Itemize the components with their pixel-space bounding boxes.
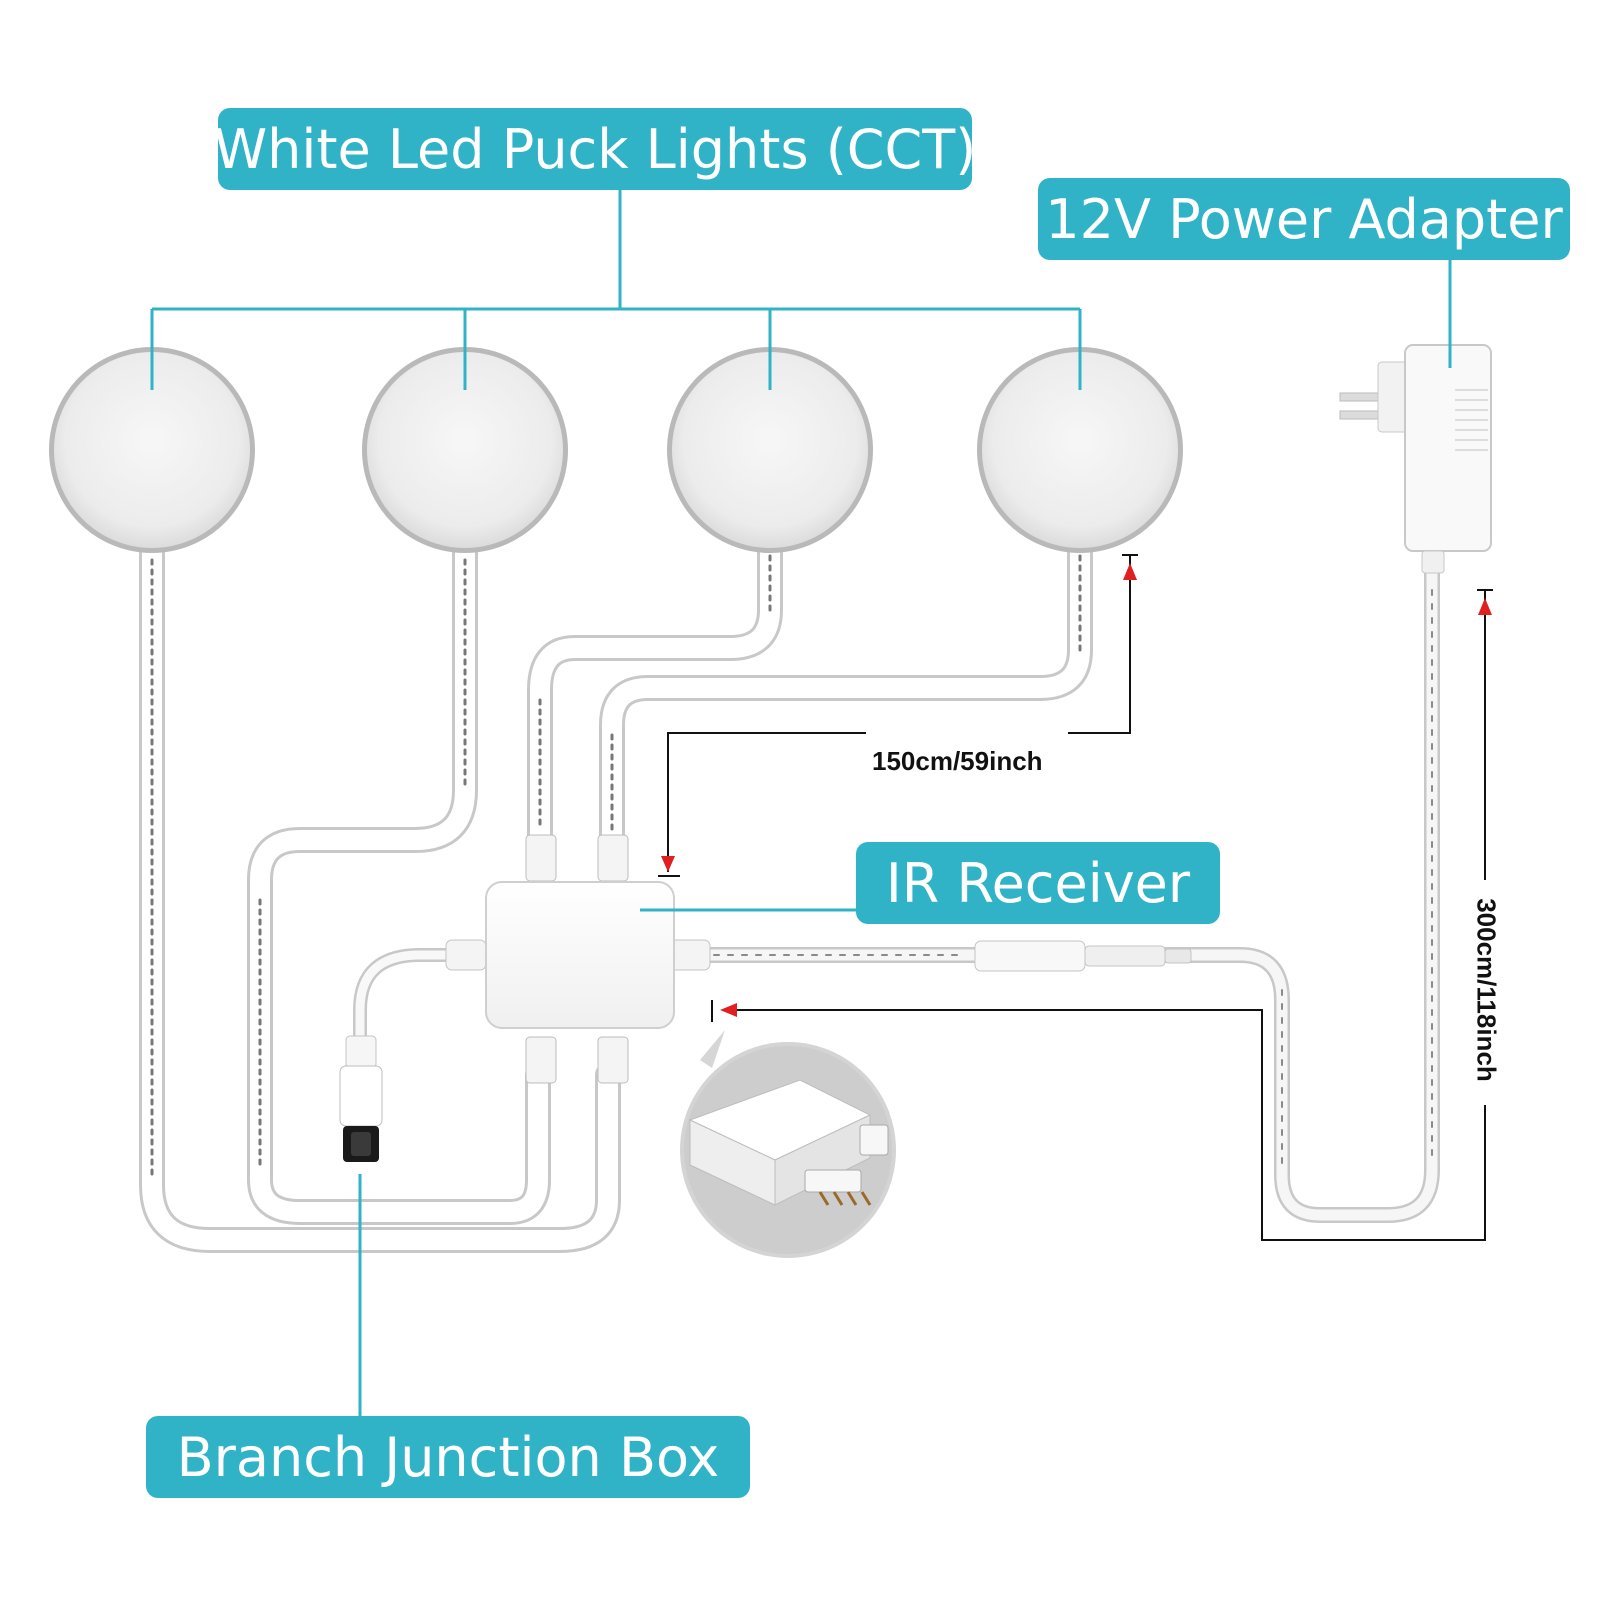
dc-connector [974,940,1192,972]
puck-cable-length: 150cm/59inch [872,746,1043,776]
port-connectors [525,834,629,1084]
puck-cables [139,537,1093,1253]
puck-lights [49,347,1183,553]
puck-cable-2 [247,537,551,1225]
adapter-cable-length: 300cm/118inch [1471,898,1502,1082]
junction-box-label: Branch Junction Box [146,1416,750,1498]
puck-lights-label: White Led Puck Lights (CCT) [214,108,976,190]
junction-cable [353,948,480,1040]
dimension-150cm [658,554,1138,877]
puck-light-4 [977,347,1183,553]
puck-light-2 [362,347,568,553]
branch-junction-box [339,1035,383,1162]
adapter-cable [672,562,1440,1223]
ir-receiver-box [445,881,711,1029]
puck-light-3 [667,347,873,553]
junction-detail-inset [680,1030,896,1258]
puck-light-1 [49,347,255,553]
dimension-arrows [661,563,1492,1017]
dimension-300cm [711,589,1493,1241]
ir-receiver-label: IR Receiver [856,842,1220,924]
power-adapter-label: 12V Power Adapter [1038,178,1570,260]
power-adapter [1339,344,1492,574]
leader-lines [150,190,1452,1416]
